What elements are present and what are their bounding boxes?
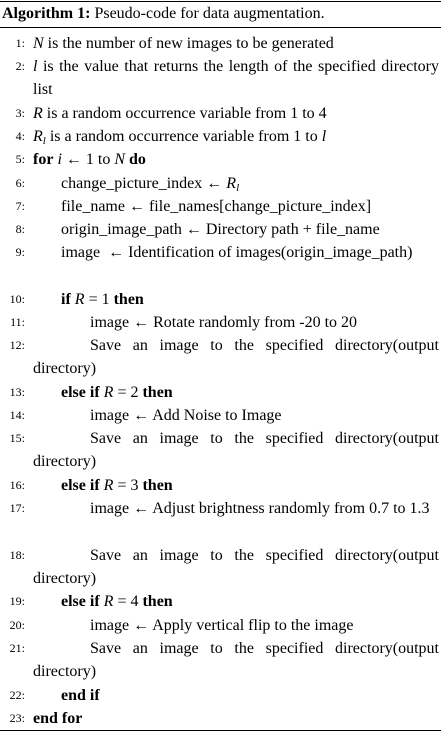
line-text: else if R = 4 then [61,593,173,610]
line-number: 13: [9,385,25,399]
line-number: 4: [15,129,25,143]
line-text: image ← Identification of im­ages(origin… [61,244,413,261]
top-rule [0,1,441,2]
line-number: 20: [9,618,25,632]
line-text: Save an image to the specified directory… [33,430,439,471]
line-number: 11: [10,315,25,329]
line-number: 17: [9,501,25,515]
line-number: 6: [15,176,25,190]
line-number: 9: [15,245,25,259]
line-number: 22: [9,688,25,702]
line-text: image ← Rotate randomly from -20 to 20 [90,314,358,331]
line-text: N is the number of new images to be gene… [33,35,334,52]
line-text: if R = 1 then [61,291,144,308]
line-text: image ← Apply vertical flip to the image [90,617,354,634]
line-text: file_name ← file_names[change_picture_in… [61,198,372,215]
line-number: 21: [9,641,25,655]
line-text: Rl is a random occurrence variable from … [33,128,327,147]
line-number: 19: [9,594,25,608]
line-text: else if R = 2 then [61,384,173,401]
line-number: 16: [9,478,25,492]
line-text: change_picture_index ← Rl [61,175,240,194]
line-text: Save an image to the specified directory… [33,547,439,588]
line-text: Save an image to the specified directory… [33,337,439,378]
line-text: end for [33,710,83,727]
line-number: 8: [15,222,25,236]
line-number: 14: [9,408,25,422]
line-text: else if R = 3 then [61,477,173,494]
line-text: for i ← 1 to N do [33,151,146,168]
line-text: end if [61,687,100,704]
line-text: R is a random occurrence variable from 1… [33,105,327,122]
line-number: 18: [9,548,25,562]
line-text: l is the value that returns the length o… [33,58,439,99]
line-number: 7: [15,199,25,213]
line-number: 1: [15,36,25,50]
line-text: image ← Add Noise to Image [90,407,282,424]
line-number: 23: [9,711,25,725]
line-number: 2: [15,59,25,73]
line-text: origin_image_path ← Directory path + fil… [61,221,380,238]
algorithm-caption: Algorithm 1: Pseudo-code for data augmen… [2,4,325,24]
line-number: 12: [9,338,25,352]
line-number: 10: [9,292,25,306]
bottom-rule [0,730,441,731]
line-text: image ← Adjust brightness randomly from … [90,500,430,517]
line-text: Save an image to the specified directory… [33,640,439,681]
caption-text: Pseudo-code for data augmentation. [94,5,325,22]
caption-rule [0,27,441,28]
line-number: 15: [9,431,25,445]
caption-label: Algorithm 1: [2,5,91,22]
line-number: 3: [15,106,25,120]
line-number: 5: [15,152,25,166]
